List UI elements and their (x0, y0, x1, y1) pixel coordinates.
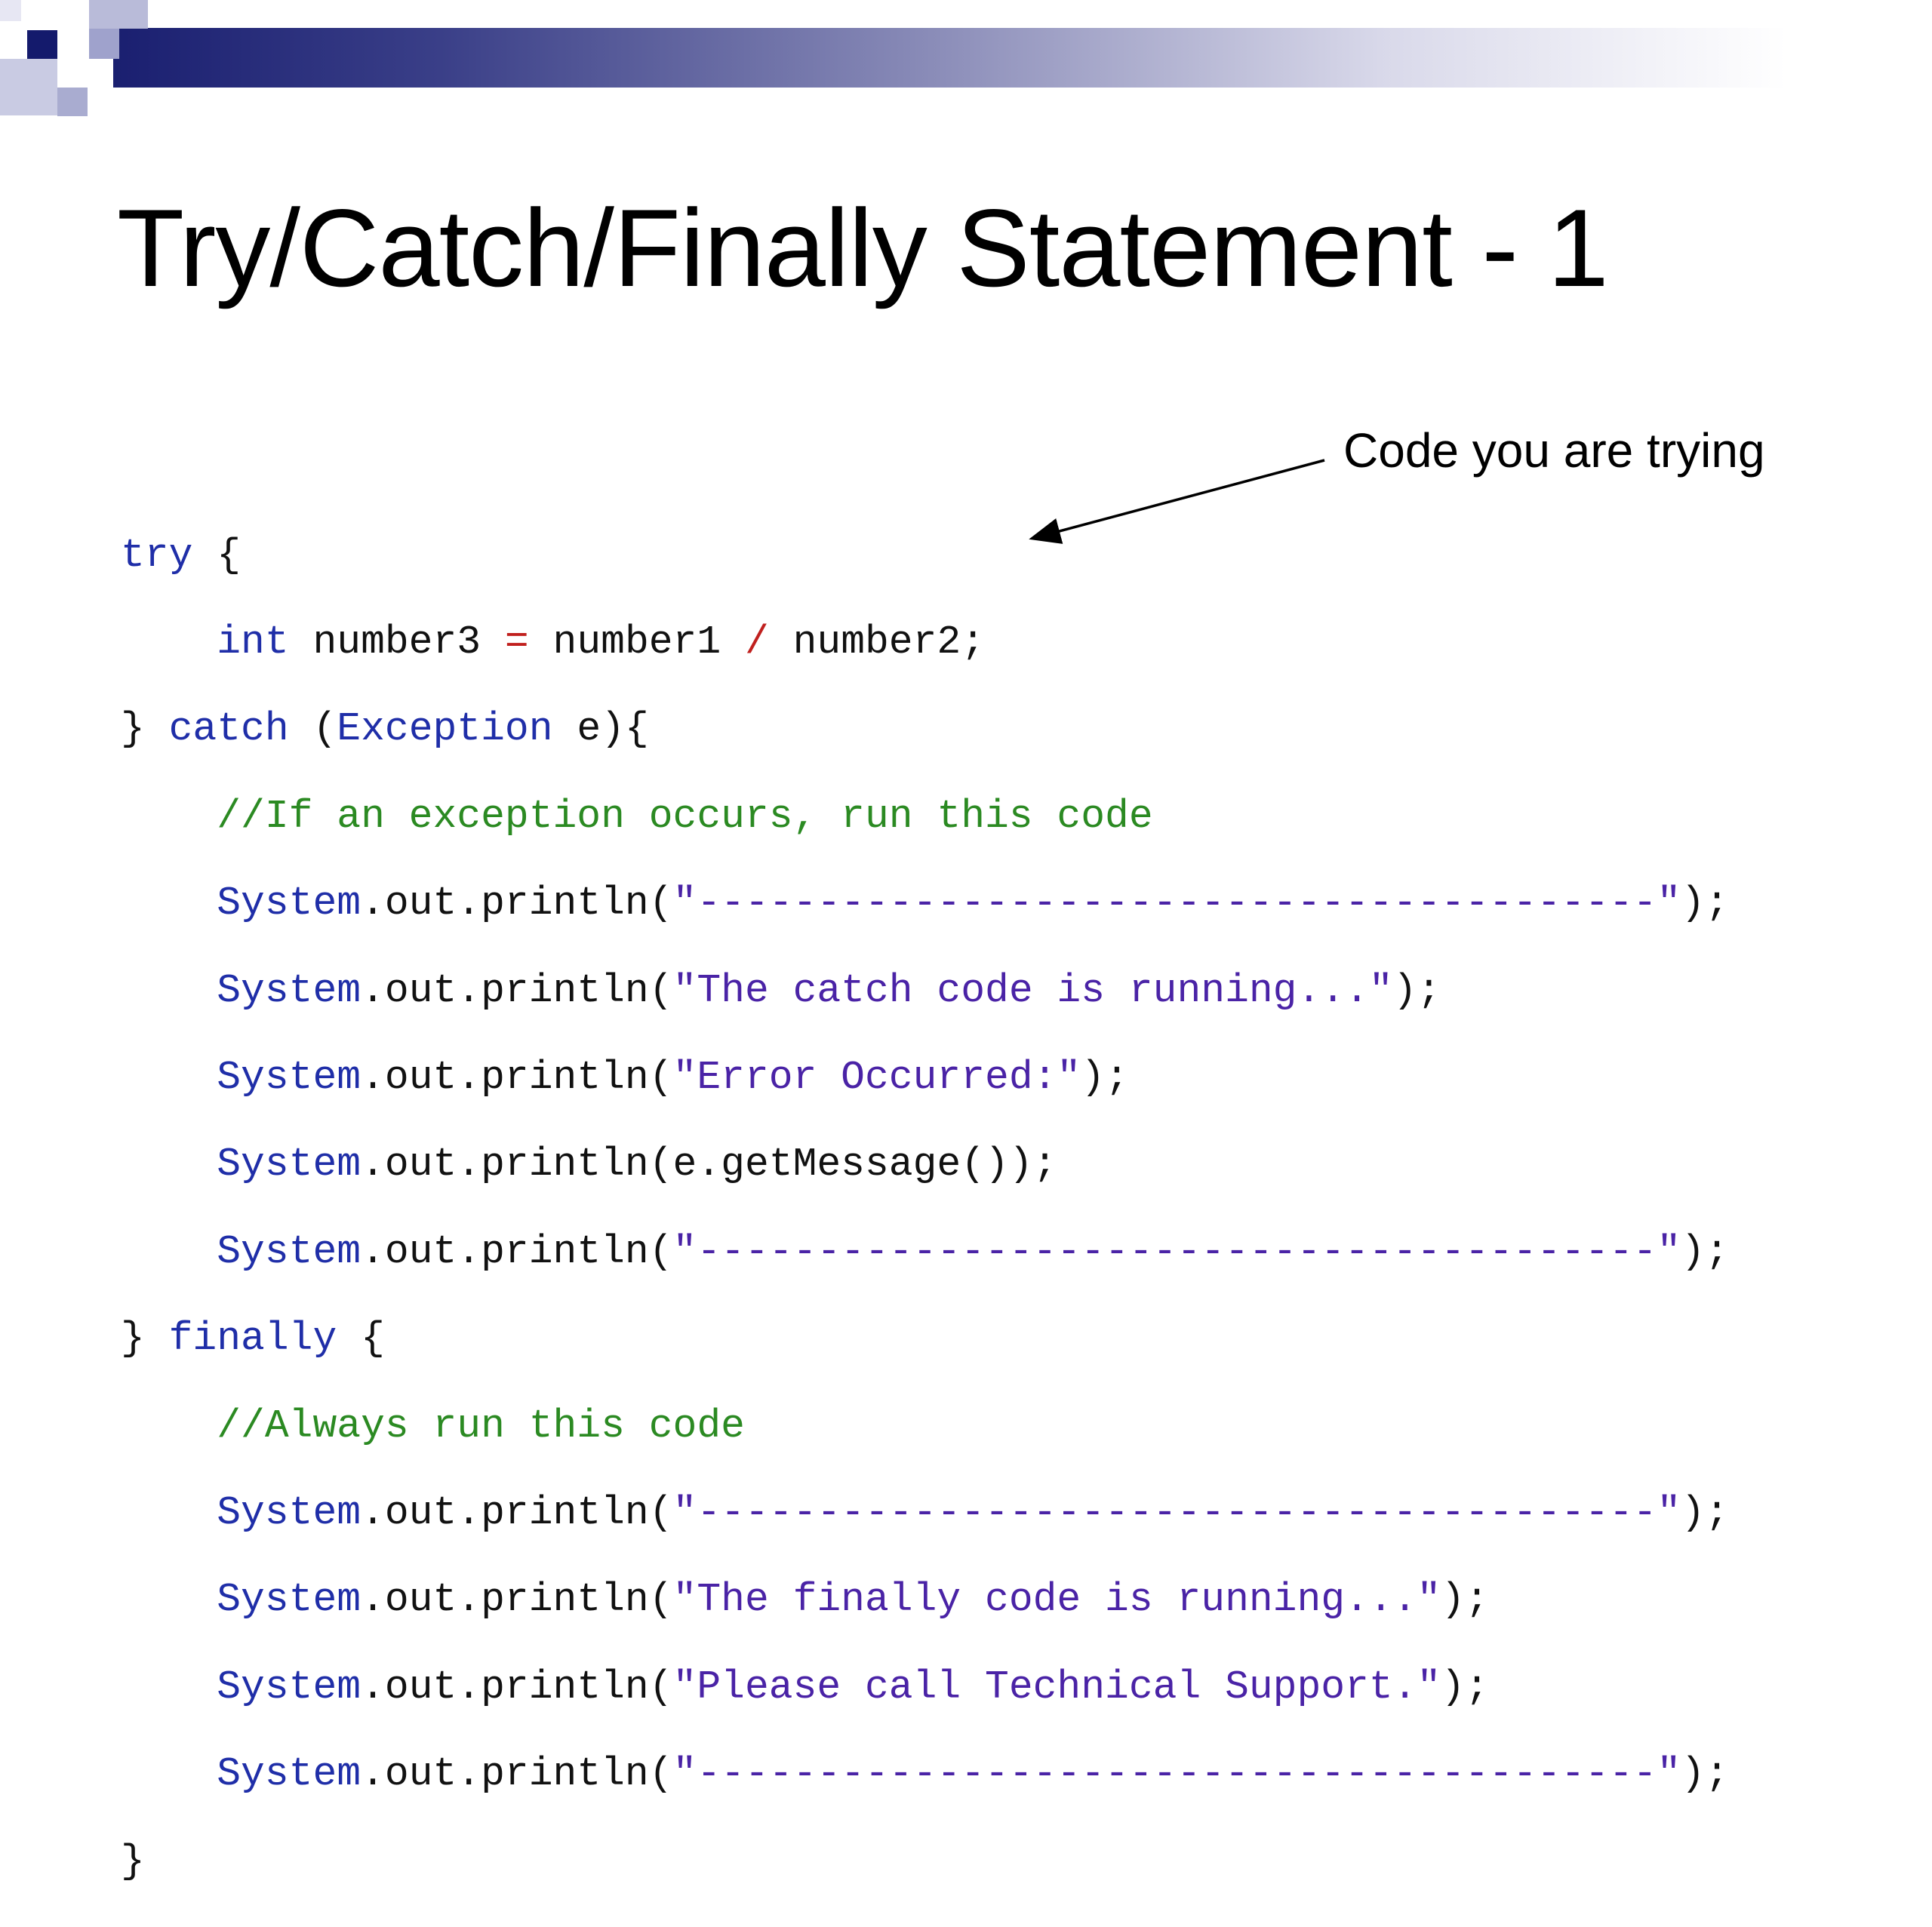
code-token: number2; (768, 619, 986, 665)
code-line: System.out.println("Error Occurred:"); (121, 1056, 1729, 1100)
code-token: .out.println( (361, 1228, 673, 1274)
code-token: .out.println( (361, 1577, 673, 1623)
code-token: "---------------------------------------… (672, 1751, 1681, 1797)
code-line: System.out.println(e.getMessage()); (121, 1143, 1729, 1187)
code-token: = (504, 619, 529, 665)
code-token: ); (1681, 881, 1729, 927)
code-token: .out.println(e.getMessage()); (361, 1142, 1057, 1188)
code-token: ); (1681, 1228, 1729, 1274)
code-line: } catch (Exception e){ (121, 708, 1729, 751)
code-token: finally (168, 1316, 337, 1362)
code-token: "The finally code is running..." (672, 1577, 1441, 1623)
code-token: System (217, 1055, 361, 1101)
code-token: try (121, 532, 193, 578)
header-decor-square (89, 29, 119, 59)
code-token: number3 (288, 619, 505, 665)
code-token: ); (1441, 1577, 1489, 1623)
code-token: System (217, 881, 361, 927)
code-token: int (217, 619, 289, 665)
header-decor-square (27, 30, 57, 59)
code-line: System.out.println("--------------------… (121, 1228, 1729, 1274)
code-token: .out.println( (361, 881, 673, 927)
code-token: System (217, 1577, 361, 1623)
header-decor-square (57, 0, 88, 29)
code-token: { (192, 532, 242, 578)
code-token: catch (168, 706, 289, 752)
code-token: ( (288, 706, 337, 752)
code-token: "---------------------------------------… (672, 1490, 1681, 1535)
slide-title: Try/Catch/Finally Statement - 1 (117, 186, 1609, 309)
code-line: try { (121, 532, 1729, 578)
code-token: System (217, 1664, 361, 1710)
code-block: try { int number3 = number1 / number2; }… (121, 490, 1729, 1927)
code-line: //If an exception occurs, run this code (121, 793, 1729, 839)
code-token: //If an exception occurs, run this code (217, 793, 1153, 839)
code-token: "---------------------------------------… (672, 881, 1681, 927)
code-token: ); (1681, 1490, 1729, 1535)
header-decor-square (0, 59, 57, 115)
code-line: //Always run this code (121, 1403, 1729, 1449)
header-gradient-band (113, 28, 1932, 88)
code-token: "Please call Technical Support." (672, 1664, 1441, 1710)
code-token: ); (1081, 1055, 1129, 1101)
code-line: System.out.println("The catch code is ru… (121, 967, 1729, 1013)
code-token: } (121, 1838, 145, 1884)
code-token: System (217, 1490, 361, 1535)
code-line: System.out.println("--------------------… (121, 881, 1729, 927)
code-token: .out.println( (361, 1490, 673, 1535)
code-token: number1 (528, 619, 745, 665)
code-token: System (217, 1142, 361, 1188)
code-token: } (121, 706, 169, 752)
code-token: "The catch code is running..." (672, 967, 1393, 1013)
code-token: "Error Occurred:" (672, 1055, 1081, 1101)
code-token: .out.println( (361, 1751, 673, 1797)
code-token: { (337, 1316, 385, 1362)
code-line: System.out.println("--------------------… (121, 1490, 1729, 1535)
code-token: } (121, 1316, 169, 1362)
code-line: System.out.println("Please call Technica… (121, 1664, 1729, 1710)
code-token: System (217, 967, 361, 1013)
code-token: e){ (552, 706, 649, 752)
code-token: ); (1392, 967, 1441, 1013)
header-decor-square (57, 88, 88, 116)
code-token: .out.println( (361, 1055, 673, 1101)
header-decor-square (89, 0, 148, 29)
code-token: //Always run this code (217, 1403, 745, 1449)
code-line: System.out.println("The finally code is … (121, 1578, 1729, 1622)
callout-arrow (1029, 459, 1325, 544)
code-token: System (217, 1228, 361, 1274)
code-line: System.out.println("--------------------… (121, 1751, 1729, 1797)
code-token: .out.println( (361, 1664, 673, 1710)
code-line: } finally { (121, 1317, 1729, 1361)
code-token: "---------------------------------------… (672, 1228, 1681, 1274)
code-token: ); (1441, 1664, 1489, 1710)
callout-label: Code you are trying (1343, 423, 1765, 478)
code-token: ); (1681, 1751, 1729, 1797)
header-decor-square (0, 0, 21, 21)
code-line: } (121, 1838, 1729, 1884)
code-token: System (217, 1751, 361, 1797)
code-line: int number3 = number1 / number2; (121, 619, 1729, 665)
code-token: Exception (337, 706, 553, 752)
code-token: .out.println( (361, 967, 673, 1013)
code-token: / (744, 619, 769, 665)
